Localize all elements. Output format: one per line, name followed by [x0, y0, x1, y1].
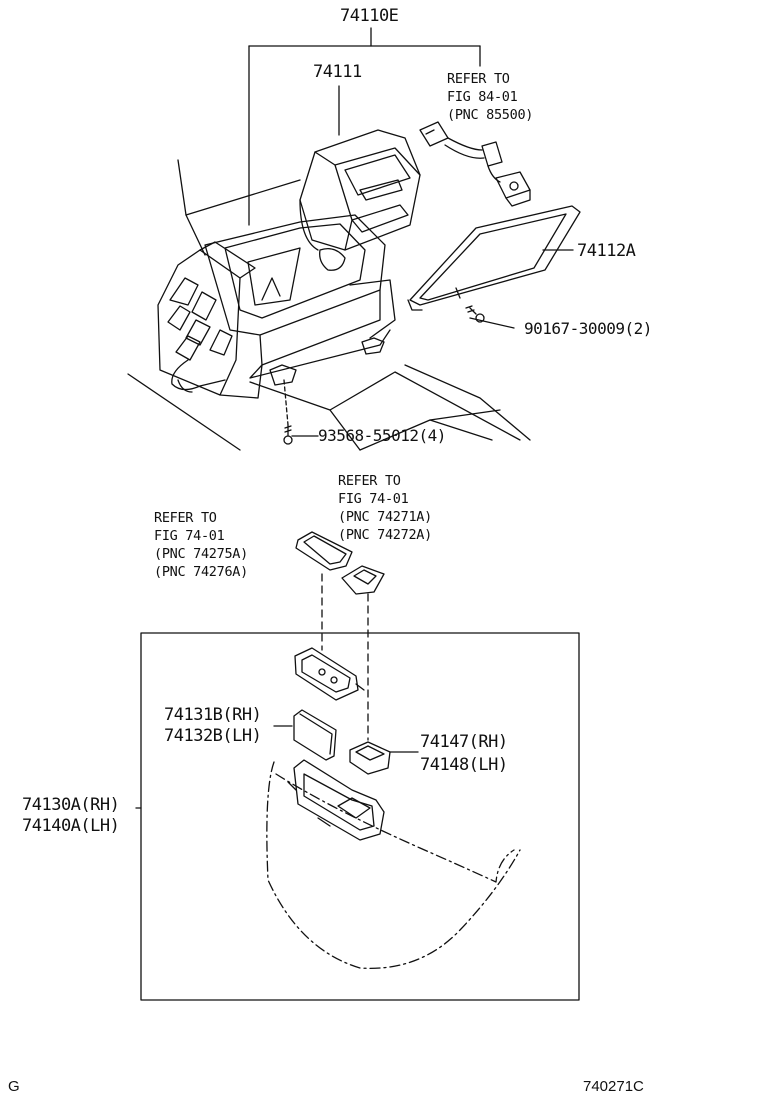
- lid-74112A: [407, 205, 581, 311]
- screw-93568: [283, 424, 293, 445]
- console-box-assembly: [157, 214, 396, 399]
- knob-74147: [349, 741, 391, 775]
- reference-line: (PNC 74275A): [154, 546, 248, 562]
- reference-line: REFER TO: [154, 510, 217, 526]
- reference-line: (PNC 74276A): [154, 564, 248, 580]
- reference-line: FIG 84-01: [447, 89, 518, 105]
- lower-frame: [135, 632, 580, 1001]
- reference-line: (PNC 85500): [447, 107, 534, 123]
- part-number-74148: 74148(LH): [420, 755, 508, 775]
- console-surround-lines: [127, 159, 531, 451]
- assembly-leader-lines: [248, 27, 574, 437]
- cover-74131B: [293, 709, 337, 761]
- part-number-74131B: 74131B(RH): [164, 705, 262, 725]
- footer-left-code: G: [8, 1078, 20, 1095]
- part-number-90167-30009: 90167-30009(2): [524, 319, 652, 338]
- switch-knob-ref: [341, 565, 385, 595]
- part-number-74112A: 74112A: [577, 241, 636, 261]
- reference-line: REFER TO: [338, 473, 401, 489]
- screw-90167: [465, 305, 485, 323]
- reference-line: (PNC 74271A): [338, 509, 432, 525]
- socket-harness: [419, 121, 531, 207]
- door-armrest-panel: [266, 759, 521, 969]
- footer-figure-code: 740271C: [583, 1078, 644, 1095]
- part-number-93568-55012: 93568-55012(4): [318, 426, 446, 445]
- reference-line: REFER TO: [447, 71, 510, 87]
- switch-bezel: [295, 531, 353, 571]
- part-number-74147: 74147(RH): [420, 732, 508, 752]
- part-number-74111: 74111: [313, 62, 362, 82]
- part-number-74132B: 74132B(LH): [164, 726, 262, 746]
- reference-line: (PNC 74272A): [338, 527, 432, 543]
- reference-line: FIG 74-01: [338, 491, 409, 507]
- inner-box-74111: [299, 129, 421, 251]
- part-number-74110E: 74110E: [340, 6, 399, 26]
- part-number-74130A: 74130A(RH): [22, 795, 120, 815]
- reference-line: FIG 74-01: [154, 528, 225, 544]
- switch-base: [294, 647, 365, 701]
- part-number-74140A: 74140A(LH): [22, 816, 120, 836]
- reference-note-fig-84-01: REFER TO FIG 84-01 (PNC 85500): [447, 70, 533, 124]
- reference-note-fig-74-01-bezel: REFER TO FIG 74-01 (PNC 74275A) (PNC 742…: [154, 509, 248, 581]
- assembly-guide-lines: [321, 573, 369, 741]
- reference-note-fig-74-01-knob: REFER TO FIG 74-01 (PNC 74271A) (PNC 742…: [338, 472, 432, 544]
